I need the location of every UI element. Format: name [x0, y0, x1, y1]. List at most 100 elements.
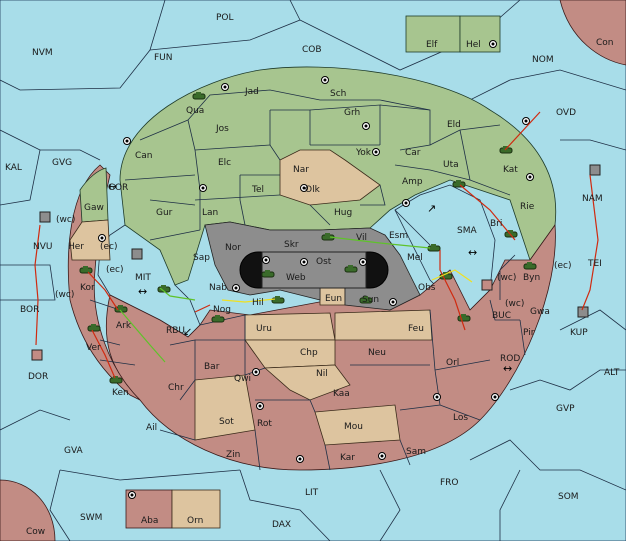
- label-sot: Sot: [219, 417, 234, 427]
- label-nar: Nar: [293, 165, 309, 175]
- label-hel: Hel: [466, 40, 481, 50]
- label-wc1: (wc): [56, 215, 75, 225]
- order-arrow: [504, 111, 541, 151]
- supply-center-icon: [489, 40, 497, 48]
- army-icon[interactable]: [452, 180, 466, 188]
- fleet-icon[interactable]: [131, 248, 143, 260]
- label-tei: TEI: [587, 259, 602, 269]
- province-elf[interactable]: [405, 15, 461, 53]
- label-sch: Sch: [330, 89, 346, 99]
- province-feu[interactable]: [334, 309, 433, 341]
- north-internal-borders: [124, 89, 511, 246]
- order-arrow: [194, 304, 211, 313]
- province-gaw[interactable]: [79, 167, 109, 223]
- order-arrow: [34, 224, 41, 346]
- label-ovd: OVD: [556, 108, 576, 118]
- label-gwa: Gwa: [530, 307, 550, 317]
- army-icon[interactable]: [523, 262, 537, 270]
- label-kar: Kar: [340, 453, 355, 463]
- label-amp: Amp: [402, 177, 423, 187]
- supply-center-icon: [252, 368, 260, 376]
- label-wc3: (wc): [55, 290, 74, 300]
- double-arrow-icon: ↔: [468, 246, 477, 259]
- army-icon[interactable]: [359, 296, 373, 304]
- army-icon[interactable]: [344, 265, 358, 273]
- province-her[interactable]: [69, 219, 111, 261]
- label-ec2: (ec): [554, 261, 572, 271]
- label-nom: NOM: [532, 55, 554, 65]
- label-alt: ALT: [604, 368, 620, 378]
- army-icon[interactable]: [79, 266, 93, 274]
- fleet-icon[interactable]: [589, 164, 601, 176]
- label-olk: Olk: [305, 185, 321, 195]
- label-sma: SMA: [457, 226, 477, 236]
- label-los: Los: [453, 413, 468, 423]
- province-orn[interactable]: [171, 489, 221, 529]
- supply-center-icon: [522, 117, 530, 125]
- army-icon[interactable]: [192, 92, 206, 100]
- supply-center-icon: [300, 258, 308, 266]
- supply-center-icon: [98, 234, 106, 242]
- supply-center-icon: [321, 76, 329, 84]
- label-elc: Elc: [218, 158, 231, 168]
- supply-center-icon: [433, 393, 441, 401]
- supply-center-icon: [256, 402, 264, 410]
- fleet-icon[interactable]: [31, 349, 43, 361]
- label-byn: Byn: [523, 273, 540, 283]
- army-icon[interactable]: [499, 146, 513, 154]
- label-bar: Bar: [204, 362, 220, 372]
- province-sot[interactable]: [194, 374, 256, 441]
- supply-center-icon: [378, 452, 386, 460]
- supply-center-icon: [372, 148, 380, 156]
- army-icon[interactable]: [211, 315, 225, 323]
- label-cob: COB: [302, 45, 322, 55]
- label-ken: Ken: [112, 388, 129, 398]
- order-arrow: [329, 236, 431, 249]
- label-kat: Kat: [503, 165, 518, 175]
- army-icon[interactable]: [87, 324, 101, 332]
- label-kor: Kor: [80, 283, 95, 293]
- fleet-icon[interactable]: [481, 279, 493, 291]
- label-aba: Aba: [141, 516, 158, 526]
- label-fun: FUN: [154, 53, 173, 63]
- label-jos: Jos: [215, 124, 229, 134]
- supply-center-icon: [526, 173, 534, 181]
- label-uru: Uru: [256, 324, 272, 334]
- label-eun: Eun: [325, 294, 342, 304]
- army-icon[interactable]: [261, 270, 275, 278]
- label-ost: Ost: [316, 257, 332, 267]
- supply-center-icon: [300, 184, 308, 192]
- label-bor: BOR: [20, 305, 39, 315]
- label-pir: Pir: [523, 328, 535, 338]
- order-arrow: [439, 250, 466, 331]
- label-som: SOM: [558, 492, 579, 502]
- province-nil[interactable]: [263, 364, 351, 401]
- label-chp: Chp: [300, 348, 318, 358]
- label-obs: Obs: [418, 283, 436, 293]
- order-arrow: [581, 174, 599, 311]
- label-cow: Cow: [26, 527, 45, 537]
- army-icon[interactable]: [427, 244, 441, 252]
- province-labels: POL NVM FUN COB Elf Hel NOM Con Jad Qua …: [5, 13, 620, 537]
- fleet-icon[interactable]: [39, 211, 51, 223]
- label-rbu: RBU: [166, 326, 185, 336]
- label-hil: Hil: [252, 298, 264, 308]
- label-wc4: (wc): [505, 299, 524, 309]
- label-nor: Nor: [225, 243, 241, 253]
- label-gur: Gur: [156, 208, 173, 218]
- label-elf: Elf: [426, 40, 438, 50]
- label-mou: Mou: [344, 422, 363, 432]
- label-her: Her: [68, 242, 84, 252]
- supply-center-icon: [123, 137, 131, 145]
- label-web: Web: [286, 273, 306, 283]
- army-icon[interactable]: [109, 376, 123, 384]
- label-fro: FRO: [440, 478, 459, 488]
- label-sap: Sap: [193, 253, 210, 263]
- supply-center-icon: [199, 184, 207, 192]
- label-mel: Mel: [407, 253, 423, 263]
- label-rod: ROD: [500, 354, 520, 364]
- label-nam: NAM: [582, 194, 603, 204]
- order-arrow: [91, 329, 116, 379]
